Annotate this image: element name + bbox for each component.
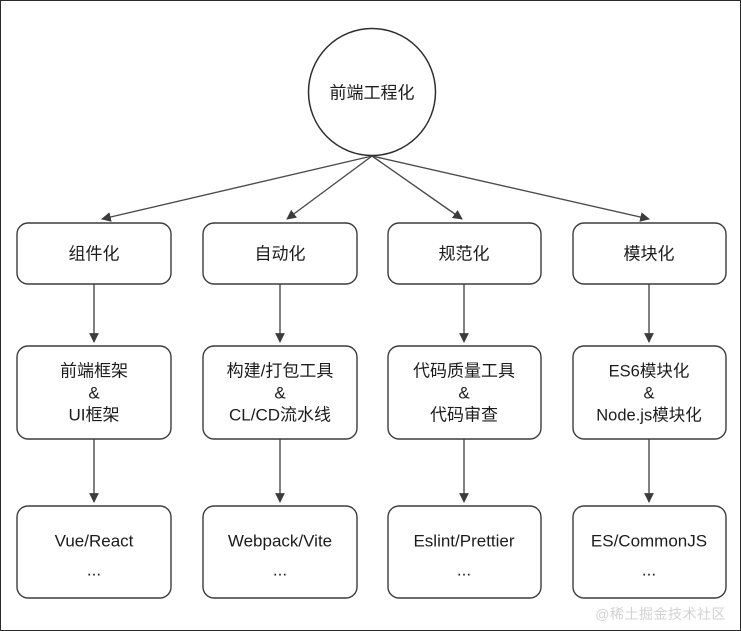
node-level2-column2[interactable]: 构建/打包工具 & CL/CD流水线 [202,345,358,440]
level2-column2-line1: 构建/打包工具 [227,361,334,380]
node-level3-column4[interactable]: ES/CommonJS ... [572,505,727,599]
level3-column4-line2: ... [642,560,656,579]
node-root[interactable]: 前端工程化 [307,27,437,157]
level3-column1-line2: ... [87,560,101,579]
node-level1-column2[interactable]: 自动化 [202,222,358,285]
node-level2-column3[interactable]: 代码质量工具 & 代码审查 [387,345,542,440]
edges-root-to-level1 [101,155,650,222]
level1-column1-shape [16,222,172,285]
level2-column3-line1: 代码质量工具 [413,361,515,380]
edges-level1-to-level2 [89,284,654,343]
node-level2-column1[interactable]: 前端框架 & UI框架 [16,345,172,440]
level3-column3-shape [387,505,542,599]
level2-column3-shape [387,345,542,440]
level3-column4-shape [572,505,727,599]
level2-column4-line3: Node.js模块化 [596,405,701,424]
level2-column4-shape [572,345,727,440]
level2-column3-line2: & [458,383,470,402]
node-level1-column3[interactable]: 规范化 [387,222,542,285]
level1-column4-shape [572,222,727,285]
node-level3-column2[interactable]: Webpack/Vite ... [202,505,358,599]
level3-column3-line2: ... [457,560,471,579]
level2-column3-line3: 代码审查 [430,405,498,424]
level1-column4-label: 模块化 [624,244,675,263]
node-level3-column1[interactable]: Vue/React ... [16,505,172,599]
level2-column2-line2: & [274,383,286,402]
watermark-label: @稀土掘金技术社区 [595,606,726,622]
edges-level2-to-level3 [89,439,654,503]
level2-column1-line2: & [88,383,100,402]
level1-column2-label: 自动化 [255,244,306,263]
level3-column3-line1: Eslint/Prettier [413,531,514,550]
level3-column2-line1: Webpack/Vite [228,531,332,550]
level3-column1-shape [16,505,172,599]
node-level1-column4[interactable]: 模块化 [572,222,727,285]
level3-column4-line1: ES/CommonJS [591,531,707,550]
level3-column1-line1: Vue/React [55,531,134,550]
node-level3-column3[interactable]: Eslint/Prettier ... [387,505,542,599]
level3-column2-line2: ... [273,560,287,579]
level1-column3-label: 规范化 [439,244,490,263]
edge-root-to-column3 [371,155,463,220]
node-level2-column4[interactable]: ES6模块化 & Node.js模块化 [572,345,727,440]
level2-column1-shape [16,345,172,440]
root-circle-shape [307,27,437,157]
level2-column2-line3: CL/CD流水线 [229,405,331,424]
level1-column2-shape [202,222,358,285]
level2-column4-line1: ES6模块化 [609,361,690,380]
root-label: 前端工程化 [330,83,415,102]
level2-column2-shape [202,345,358,440]
edge-root-to-column2 [286,155,373,220]
edge-root-to-column4 [371,155,650,222]
level2-column1-line1: 前端框架 [60,361,128,380]
node-level1-column1[interactable]: 组件化 [16,222,172,285]
level2-column1-line3: UI框架 [69,405,120,424]
level1-column1-label: 组件化 [69,244,120,263]
level1-column3-shape [387,222,542,285]
level2-column4-line2: & [643,384,654,402]
level3-column2-shape [202,505,358,599]
edge-root-to-column1 [101,155,373,222]
